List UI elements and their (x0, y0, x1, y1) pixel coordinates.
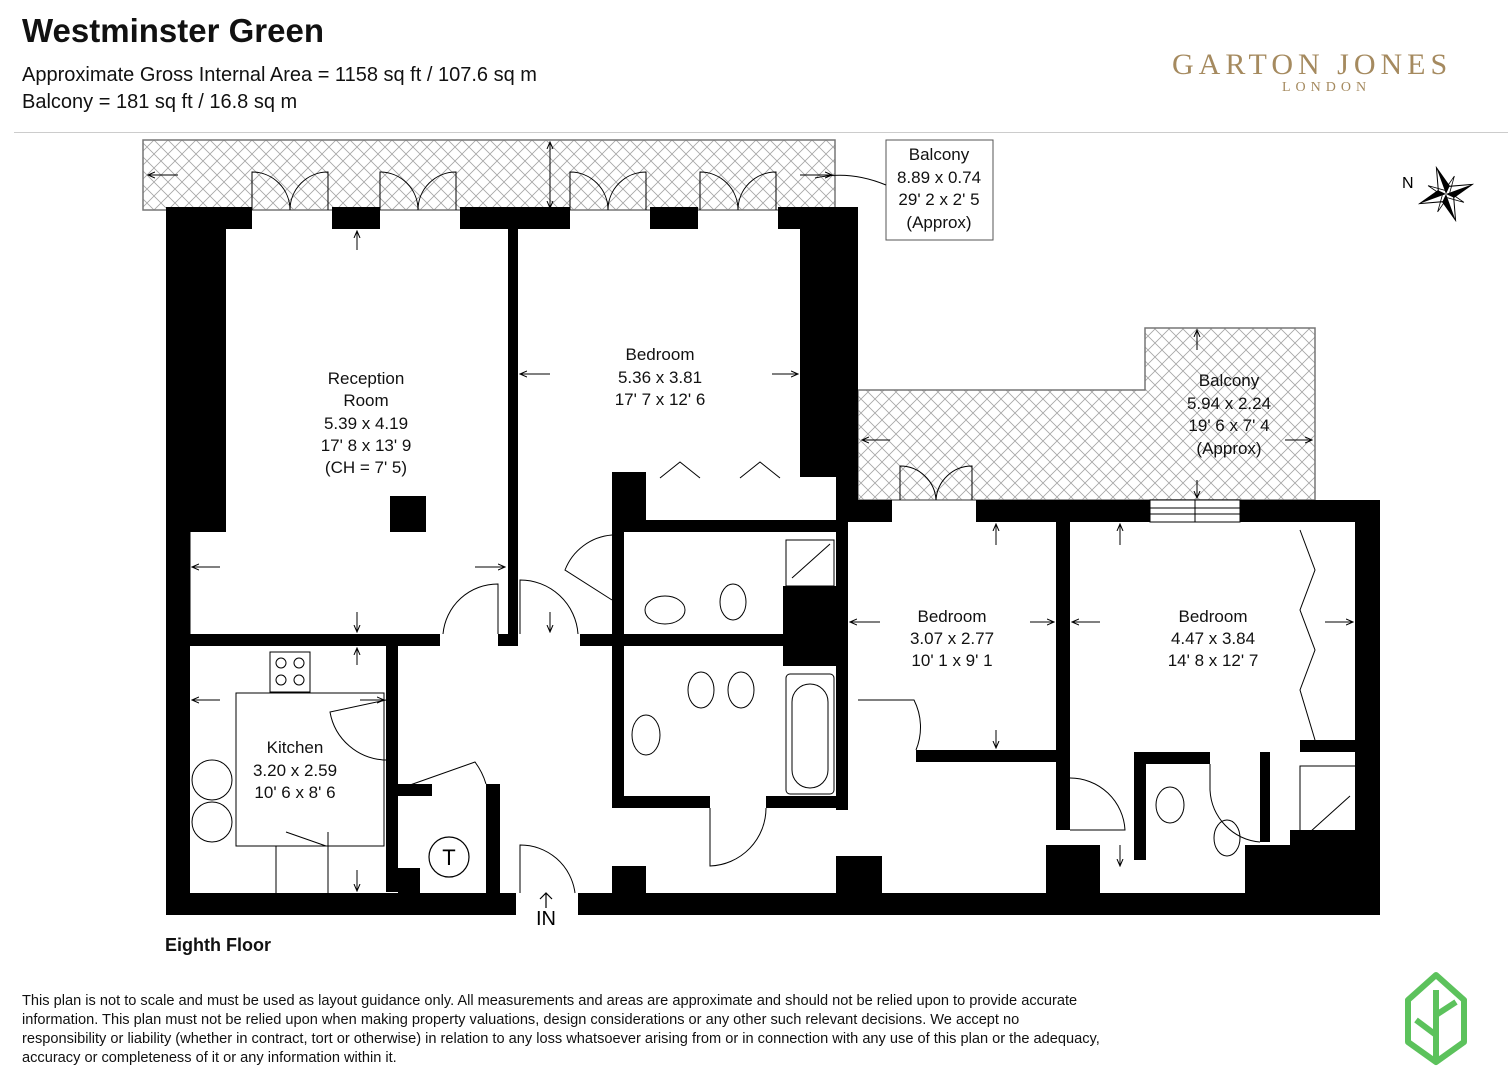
bedroom2-metric: 3.07 x 2.77 (910, 629, 994, 648)
walls (166, 207, 1380, 915)
compass-label: N (1402, 175, 1414, 192)
reception-name-1: Reception (328, 369, 405, 388)
bedroom2-imperial: 10' 1 x 9' 1 (911, 651, 992, 670)
interior-doors (329, 461, 1316, 894)
reception-metric: 5.39 x 4.19 (324, 414, 408, 433)
dimension-arrows (148, 142, 1353, 891)
reception-name-2: Room (343, 391, 388, 410)
balcony1-imperial: 29' 2 x 2' 5 (898, 190, 979, 209)
bedroom3-imperial: 14' 8 x 12' 7 (1168, 651, 1259, 670)
balcony2-approx: (Approx) (1196, 439, 1261, 458)
balcony1-name: Balcony (909, 145, 970, 164)
disclaimer: This plan is not to scale and must be us… (22, 993, 1100, 1066)
water-tank-icon (428, 836, 470, 878)
bedroom3-metric: 4.47 x 3.84 (1171, 629, 1255, 648)
leaf-house-icon (1405, 972, 1467, 1065)
bedroom1-imperial: 17' 7 x 12' 6 (615, 390, 706, 409)
balcony-doors (251, 171, 973, 501)
floor-label: Eighth Floor (165, 935, 271, 955)
compass-rose-icon: N (1402, 165, 1475, 223)
bedroom1-metric: 5.36 x 3.81 (618, 368, 702, 387)
kitchen-metric: 3.20 x 2.59 (253, 761, 337, 780)
reception-imperial: 17' 8 x 13' 9 (321, 436, 412, 455)
balcony-area: Balcony = 181 sq ft / 16.8 sq m (22, 91, 298, 113)
brand-logo: GARTON JONES (1172, 48, 1453, 81)
bedroom2-name: Bedroom (918, 607, 987, 626)
header-divider (14, 132, 1508, 133)
kitchen-imperial: 10' 6 x 8' 6 (254, 783, 335, 802)
balcony1-label-box (885, 139, 994, 241)
entrance-label: IN (536, 908, 556, 930)
kitchen-name: Kitchen (267, 738, 324, 757)
window (1149, 499, 1241, 523)
gross-area: Approximate Gross Internal Area = 1158 s… (22, 64, 537, 86)
bedroom3-name: Bedroom (1179, 607, 1248, 626)
reception-ceiling: (CH = 7' 5) (325, 458, 407, 477)
balcony1-metric: 8.89 x 0.74 (897, 168, 981, 187)
balcony-north (142, 139, 836, 211)
brand-sub: LONDON (1282, 80, 1372, 95)
fixtures (189, 532, 1357, 893)
balcony2-name: Balcony (1199, 371, 1260, 390)
balcony1-approx: (Approx) (906, 213, 971, 232)
balcony2-imperial: 19' 6 x 7' 4 (1188, 416, 1269, 435)
tank-label: T (442, 845, 455, 870)
entrance-arrow-icon (539, 892, 553, 908)
bedroom1-name: Bedroom (626, 345, 695, 364)
balcony-east (857, 327, 1316, 501)
balcony2-metric: 5.94 x 2.24 (1187, 394, 1271, 413)
page-title: Westminster Green (22, 12, 324, 49)
balcony1-leader (814, 174, 887, 186)
